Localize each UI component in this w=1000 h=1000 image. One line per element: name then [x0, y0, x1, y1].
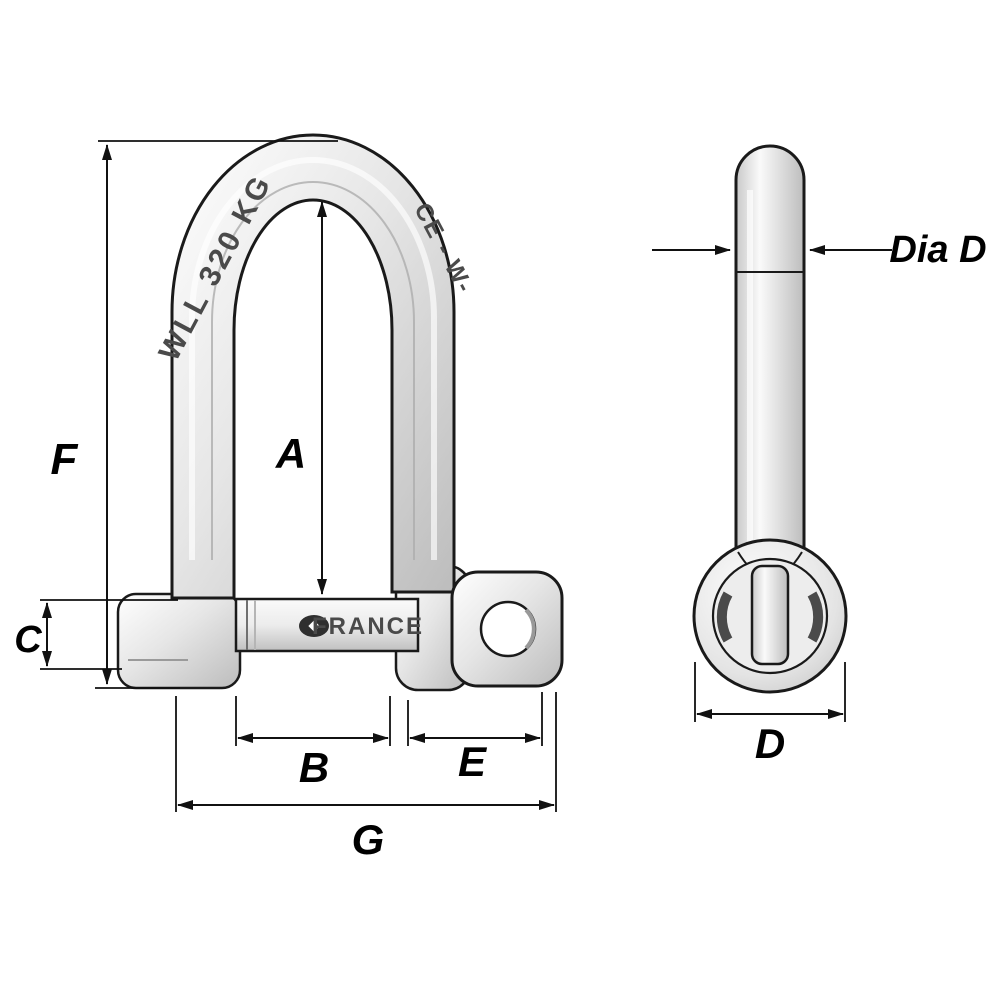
- dimension-E: [407, 692, 543, 746]
- boss-shading-right: [807, 591, 824, 643]
- side-view: [692, 144, 848, 694]
- dim-label-G: G: [352, 816, 385, 863]
- dimension-D: [694, 662, 846, 722]
- dim-label-D: D: [755, 720, 785, 767]
- dimension-G: [175, 692, 557, 812]
- pin-slot: [750, 564, 790, 666]
- front-view-dimensions: [40, 140, 557, 812]
- side-view-dimensions: [652, 245, 892, 722]
- dim-label-E: E: [458, 738, 488, 785]
- dim-label-C: C: [14, 619, 42, 661]
- bow-shadow-line: [211, 181, 415, 560]
- dim-label-DiaD: Dia D: [889, 229, 986, 271]
- brand-logo-diamond-icon: [308, 620, 320, 632]
- marking-origin: FRANCE: [312, 613, 424, 640]
- brand-logo: [299, 615, 329, 637]
- left-lug: [116, 592, 242, 690]
- pin-shank: [734, 144, 806, 556]
- dim-label-A: A: [275, 430, 306, 477]
- front-view: WLL 320 KG CE - W- FRANCE: [116, 133, 564, 692]
- dimension-B: [235, 696, 391, 746]
- boss-shading-left: [716, 591, 733, 643]
- dimension-F: [95, 140, 338, 689]
- dimension-C: [40, 599, 178, 670]
- dim-label-B: B: [299, 744, 329, 791]
- pin-eye-hole-shading: [524, 608, 536, 650]
- shackle-bow: [170, 133, 456, 600]
- bow-highlight: [189, 157, 437, 560]
- dim-label-F: F: [51, 435, 79, 484]
